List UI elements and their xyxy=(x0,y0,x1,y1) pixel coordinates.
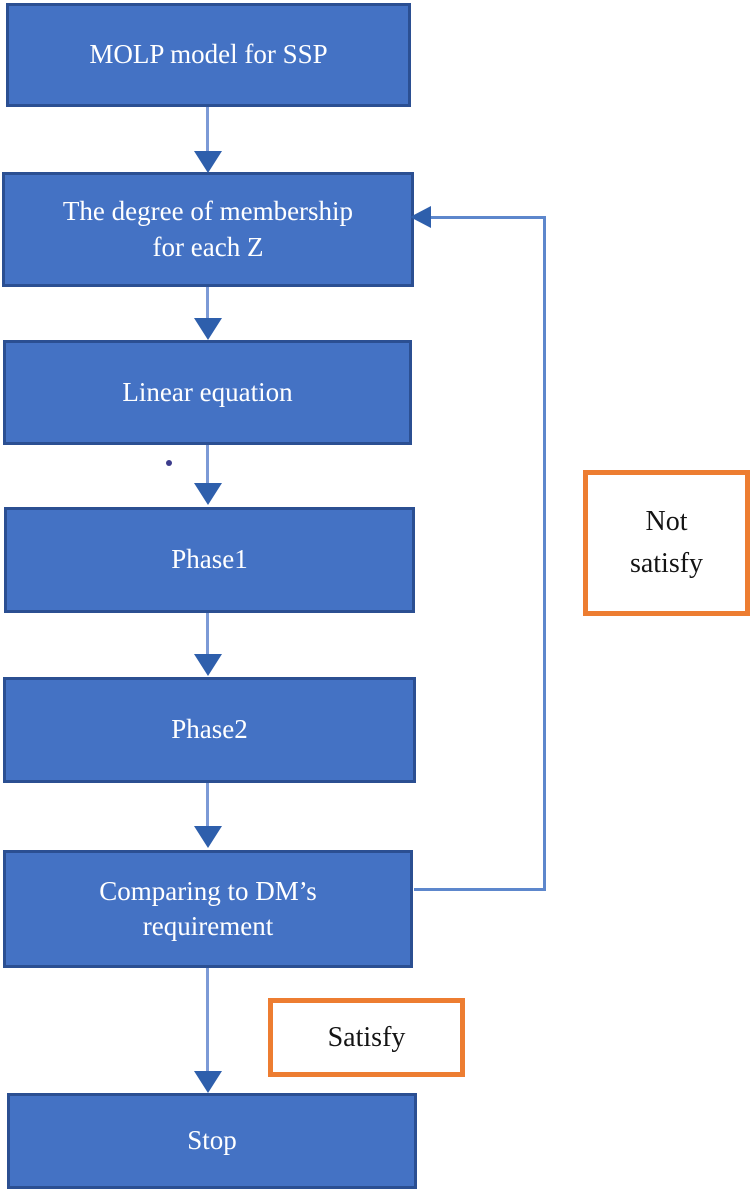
node-phase2-label: Phase2 xyxy=(171,714,248,745)
node-phase1: Phase1 xyxy=(4,507,415,613)
feedback-loop-bottom-segment xyxy=(414,888,546,891)
tag-satisfy-label: Satisfy xyxy=(327,1021,406,1053)
arrow-linear-to-phase1-line xyxy=(206,445,209,484)
node-comparing-dm-requirement-label: Comparing to DM’s requirement xyxy=(99,875,317,941)
arrow-comparing-to-stop-line xyxy=(206,968,209,1072)
node-molp-model: MOLP model for SSP xyxy=(6,3,411,107)
node-comparing-dm-requirement: Comparing to DM’s requirement xyxy=(3,850,413,968)
arrow-down-icon xyxy=(194,654,222,676)
node-stop: Stop xyxy=(7,1093,417,1189)
arrow-molp-to-degree-line xyxy=(206,107,209,153)
arrow-down-icon xyxy=(194,1071,222,1093)
arrow-left-icon xyxy=(410,206,431,228)
arrow-down-icon xyxy=(194,826,222,848)
arrow-degree-to-linear-line xyxy=(206,287,209,319)
node-linear-equation: Linear equation xyxy=(3,340,412,445)
arrow-phase1-to-phase2-line xyxy=(206,613,209,656)
node-phase1-label: Phase1 xyxy=(171,544,248,575)
node-stop-label: Stop xyxy=(187,1125,237,1156)
node-molp-model-label: MOLP model for SSP xyxy=(89,39,328,70)
node-linear-equation-label: Linear equation xyxy=(122,376,293,407)
feedback-loop-top-segment xyxy=(429,216,545,219)
feedback-loop-vertical-segment xyxy=(543,216,546,891)
tag-not-satisfy: Not satisfy xyxy=(583,470,750,616)
tag-not-satisfy-label: Not satisfy xyxy=(629,506,704,579)
arrow-down-icon xyxy=(194,151,222,173)
node-degree-of-membership-label: The degree of membership for each Z xyxy=(62,196,354,262)
tag-satisfy: Satisfy xyxy=(268,998,465,1077)
arrow-down-icon xyxy=(194,483,222,505)
node-degree-of-membership: The degree of membership for each Z xyxy=(2,172,414,287)
arrow-phase2-to-comparing-line xyxy=(206,783,209,827)
arrow-down-icon xyxy=(194,318,222,340)
node-phase2: Phase2 xyxy=(3,677,416,783)
stray-dot xyxy=(166,460,172,466)
